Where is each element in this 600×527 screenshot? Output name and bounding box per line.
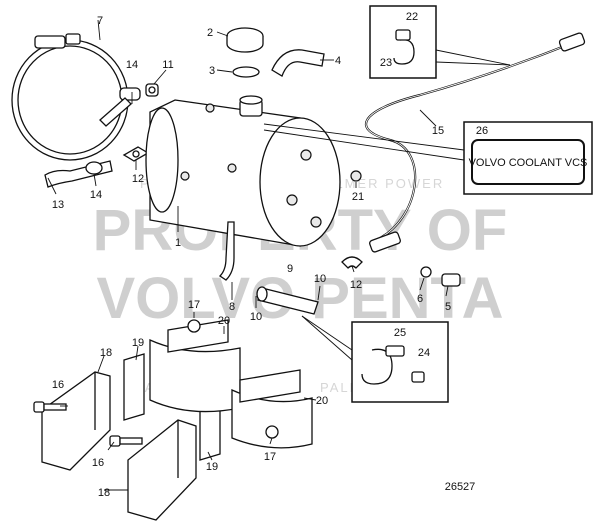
cable-connector-right bbox=[558, 32, 586, 52]
nut-17-top bbox=[187, 319, 201, 333]
bolt-16-bottom bbox=[109, 435, 143, 447]
saddle-20-bottom bbox=[231, 369, 313, 449]
callout-20-top: 20 bbox=[218, 315, 230, 327]
nut-17-bottom bbox=[265, 425, 279, 439]
strap-clamp bbox=[11, 33, 129, 161]
callout-17-top: 17 bbox=[188, 299, 200, 311]
callout-13: 13 bbox=[52, 199, 64, 211]
callout-25: 25 bbox=[394, 327, 406, 339]
bolt-16-top bbox=[33, 401, 67, 413]
callout-10-upper: 10 bbox=[314, 273, 326, 285]
callout-8: 8 bbox=[229, 301, 235, 313]
callout-11: 11 bbox=[162, 59, 173, 71]
callout-2: 2 bbox=[207, 27, 213, 39]
callout-19-top: 19 bbox=[132, 337, 144, 349]
fitting-12-right bbox=[341, 256, 363, 269]
callout-16-bottom: 16 bbox=[92, 457, 104, 469]
hose-clamp-14-top bbox=[99, 87, 141, 127]
callout-labels: 7 2 3 4 14 11 12 14 13 1 8 9 10 10 12 21… bbox=[52, 11, 488, 499]
callout-18-bottom: 18 bbox=[98, 487, 110, 499]
filler-cap-2 bbox=[226, 27, 264, 53]
saddle-20-top bbox=[149, 319, 241, 413]
hose-clamp-14-bottom bbox=[85, 161, 103, 175]
callout-15: 15 bbox=[432, 125, 444, 137]
callout-12-left: 12 bbox=[132, 173, 144, 185]
callout-14-top: 14 bbox=[126, 59, 138, 71]
pipe-9 bbox=[256, 286, 319, 315]
callout-17-bottom: 17 bbox=[264, 451, 276, 463]
callout-16-top: 16 bbox=[52, 379, 64, 391]
callout-26: 26 bbox=[476, 125, 488, 137]
seal-ring-3 bbox=[232, 66, 260, 78]
leader-lines bbox=[47, 19, 449, 491]
decal-text: VOLVO COOLANT VCS bbox=[469, 157, 588, 169]
callout-12-right: 12 bbox=[350, 279, 362, 291]
callout-3: 3 bbox=[209, 65, 215, 77]
fitting-12-left bbox=[122, 146, 150, 162]
callout-6: 6 bbox=[417, 293, 423, 305]
callout-22: 22 bbox=[406, 11, 418, 23]
callout-19-bottom: 19 bbox=[206, 461, 218, 473]
washer-6 bbox=[420, 266, 432, 278]
inset-clip-24-25 bbox=[301, 315, 449, 403]
bolt-21 bbox=[350, 170, 362, 182]
bracket-19-top bbox=[123, 353, 145, 421]
callout-18-top: 18 bbox=[100, 347, 112, 359]
figure-number: 26527 bbox=[445, 481, 476, 493]
hose-13 bbox=[44, 160, 113, 188]
cable-connector-left bbox=[369, 231, 401, 253]
bracket-18-bottom bbox=[127, 419, 197, 521]
sensor-5 bbox=[441, 273, 461, 287]
fitting-11 bbox=[145, 83, 159, 97]
hose-4 bbox=[271, 49, 325, 77]
watermark-small-2: PALMER POWER bbox=[315, 176, 444, 191]
callout-20-bottom: 20 bbox=[316, 395, 328, 407]
callout-7: 7 bbox=[97, 15, 103, 27]
callout-14-bottom: 14 bbox=[90, 189, 102, 201]
callout-5: 5 bbox=[445, 301, 451, 313]
callout-9: 9 bbox=[287, 263, 293, 275]
label-decal-26: VOLVO COOLANT VCS bbox=[263, 121, 593, 195]
callout-10-lower: 10 bbox=[250, 311, 262, 323]
expansion-tank bbox=[145, 95, 341, 247]
callout-21: 21 bbox=[352, 191, 364, 203]
hose-8 bbox=[218, 221, 235, 281]
inset-clip-22-23 bbox=[369, 5, 511, 79]
callout-24: 24 bbox=[418, 347, 430, 359]
callout-4: 4 bbox=[335, 55, 341, 67]
callout-1: 1 bbox=[175, 237, 181, 249]
callout-23: 23 bbox=[380, 57, 392, 69]
